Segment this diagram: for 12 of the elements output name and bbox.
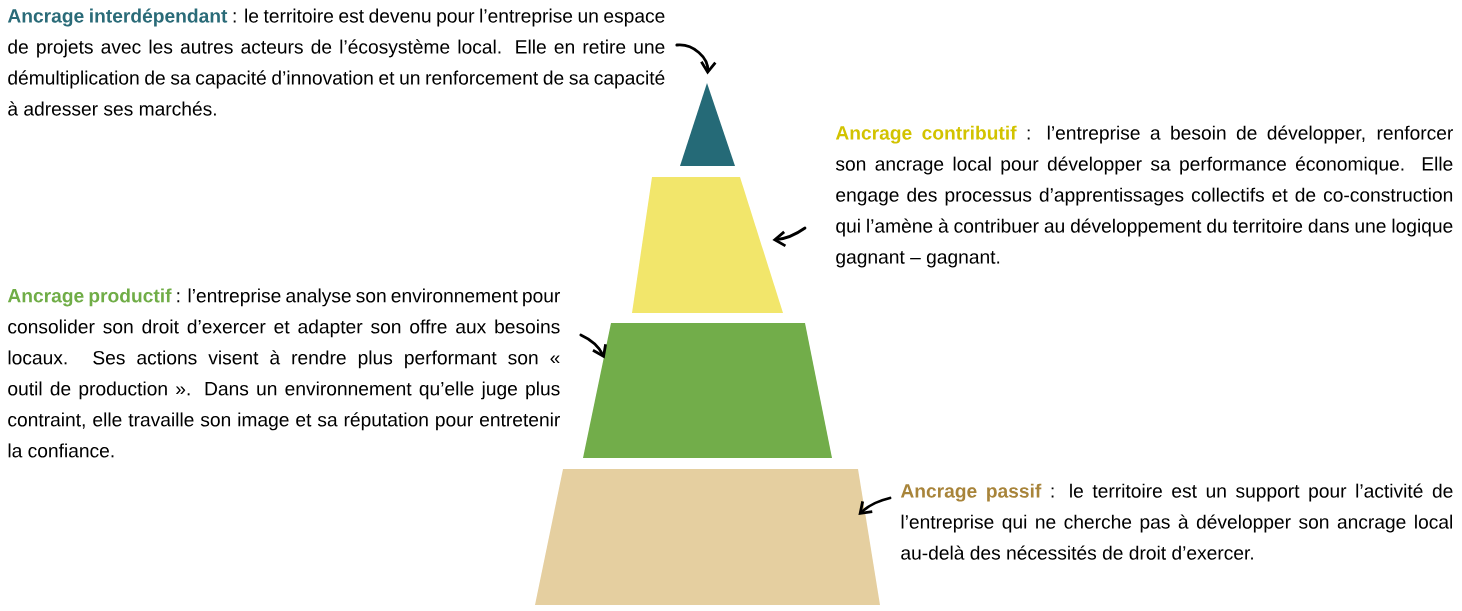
description-text: Ancrage productif : l’entreprise analyse son environnement pour consolider son droit d’exercer et adapter son offre aux besoins locaux. Ses actions visent à rendre plus performant son « outil de production ». Dans un environnement qu’elle juge plus contraint, elle travaille son image et sa réputation pour entretenir la confiance. <box>7 288 560 458</box>
description-text: Ancrage passif : le territoire est un support pour l’activité de l’entreprise qui ne cherche pas à développer son ancrage local au-delà des nécessités de droit d’exercer. <box>900 483 1453 560</box>
pyramid-layer <box>680 83 735 166</box>
pyramid-layer <box>583 323 832 458</box>
arrow <box>675 43 717 75</box>
arrow <box>772 226 807 248</box>
pyramid-layer <box>535 469 880 605</box>
description-text: Ancrage contributif : l’entreprise a besoin de développer, renforcer son ancrage local pour développer sa performance économique. Elle engage des processus d’apprentissages collectifs et de co-construction qui l’amène à contribuer au développement du territoire dans une logique gagnant – gagnant. <box>835 125 1453 268</box>
arrow <box>579 333 607 359</box>
pyramid-layer <box>632 177 783 313</box>
arrow <box>858 496 892 515</box>
description-text: Ancrage interdépendant : le territoire est devenu pour l’entreprise un espace de projets avec les autres acteurs de l’écosystème local. Elle en retire une démultiplication de sa capacité d’innovation et un renforcement de sa capacité à adresser ses marchés. <box>7 8 665 116</box>
